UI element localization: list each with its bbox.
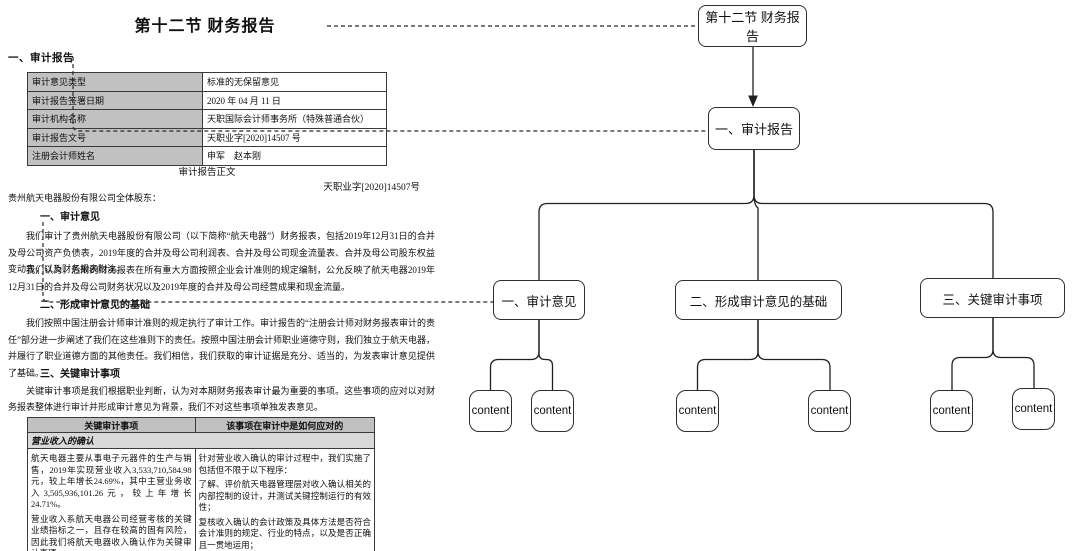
tree-edge (538, 150, 755, 280)
tree-edge (538, 320, 554, 390)
table-row: 审计机构名称 天职国际会计师事务所（特殊普通合伙） (27, 109, 387, 129)
node-content[interactable]: content (808, 390, 851, 432)
tree-edge (696, 320, 759, 390)
node-content[interactable]: content (930, 390, 973, 432)
table-row: 审计报告文号 天职业字[2020]14507 号 (27, 127, 387, 147)
audit-table-label-cell: 审计报告签署日期 (27, 90, 203, 110)
key-audit-matters-table: 关键审计事项 该事项在审计中是如何应对的 营业收入的确认 航天电器主要从事电子元… (27, 417, 376, 551)
audit-report-heading: 一、审计报告 (8, 53, 74, 64)
document-number: 天职业字[2020]14507号 (323, 183, 420, 193)
km-subheader-revenue: 营业收入的确认 (27, 432, 375, 449)
tree-edge (951, 318, 994, 390)
audit-table-value-cell: 申军 赵本刚 (202, 146, 387, 166)
audit-table-value-cell: 2020 年 04 月 11 日 (202, 90, 387, 110)
section-heading-basis: 二、形成审计意见的基础 (40, 300, 150, 311)
node-section-title[interactable]: 第十二节 财务报告 (698, 5, 807, 47)
audit-table-label-cell: 审计意见类型 (27, 72, 203, 92)
km-response-cell: 针对营业收入确认的审计过程中，我们实施了包括但不限于以下程序： 了解、评价航天电… (194, 448, 376, 551)
paragraph: 复核收入确认的会计政策及具体方法是否符合会计准则的规定、行业的特点，以及是否正确… (198, 516, 371, 550)
page-title: 第十二节 财务报告 (134, 18, 276, 35)
flow-arrowhead (748, 95, 758, 107)
node-content[interactable]: content (531, 390, 574, 432)
audit-table-value-cell: 天职国际会计师事务所（特殊普通合伙） (202, 109, 387, 129)
tree-edge (753, 150, 994, 278)
section-heading-opinion: 一、审计意见 (40, 212, 100, 223)
table-row: 审计报告签署日期 2020 年 04 月 11 日 (27, 90, 387, 110)
km-header-response: 该事项在审计中是如何应对的 (194, 417, 376, 433)
audit-table-value-cell: 标准的无保留意见 (202, 72, 387, 92)
km-matter-cell: 航天电器主要从事电子元器件的生产与销售，2019年实现营业收入3,533,710… (27, 448, 196, 551)
table-row: 关键审计事项 该事项在审计中是如何应对的 (27, 417, 376, 433)
paragraph: 针对营业收入确认的审计过程中，我们实施了包括但不限于以下程序： (198, 453, 371, 475)
paragraph: 关键审计事项是我们根据职业判断，认为对本期财务报表审计最为重要的事项。这些事项的… (8, 386, 435, 412)
audit-table-label-cell: 审计机构名称 (27, 109, 203, 129)
audit-table-value-cell: 天职业字[2020]14507 号 (202, 127, 387, 147)
node-audit-report[interactable]: 一、审计报告 (708, 107, 800, 150)
paragraph: 了解、评价航天电器管理层对收入确认相关的内部控制的设计，并测试关键控制运行的有效… (198, 479, 371, 512)
tree-edge (992, 318, 1035, 388)
node-key-audit-matters[interactable]: 三、关键审计事项 (920, 278, 1065, 318)
table-row: 审计意见类型 标准的无保留意见 (27, 72, 387, 92)
audit-table-label-cell: 注册会计师姓名 (27, 146, 203, 166)
paragraph: 我们按照中国注册会计师审计准则的规定执行了审计工作。审计报告的“注册会计师对财务… (8, 318, 435, 378)
node-audit-opinion[interactable]: 一、审计意见 (493, 280, 585, 320)
paragraph: 我们认为，后附的财务报表在所有重大方面按照企业会计准则的规定编制，公允反映了航天… (8, 265, 435, 292)
tree-edge (757, 320, 831, 390)
paragraph: 营业收入系航天电器公司经营考核的关键业绩指标之一，且存在较高的固有风险，因此我们… (31, 513, 192, 551)
section-heading-key-matters: 三、关键审计事项 (40, 369, 120, 380)
audit-table-label-cell: 审计报告文号 (27, 127, 203, 147)
table-row: 注册会计师姓名 申军 赵本刚 (27, 146, 387, 166)
paragraph: 航天电器主要从事电子元器件的生产与销售，2019年实现营业收入3,533,710… (31, 453, 192, 509)
km-header-matter: 关键审计事项 (27, 417, 196, 433)
node-content[interactable]: content (676, 390, 719, 432)
node-basis-for-opinion[interactable]: 二、形成审计意见的基础 (675, 280, 842, 320)
salutation-line: 贵州航天电器股份有限公司全体股东： (8, 193, 162, 203)
tree-edge (753, 150, 759, 280)
audit-body-caption: 审计报告正文 (178, 168, 236, 178)
table-row: 营业收入的确认 (27, 432, 375, 449)
tree-edge (489, 320, 540, 390)
table-row: 航天电器主要从事电子元器件的生产与销售，2019年实现营业收入3,533,710… (27, 448, 376, 551)
node-content[interactable]: content (1012, 388, 1055, 430)
node-content[interactable]: content (469, 390, 512, 432)
audit-summary-table: 审计意见类型 标准的无保留意见 审计报告签署日期 2020 年 04 月 11 … (27, 72, 387, 166)
